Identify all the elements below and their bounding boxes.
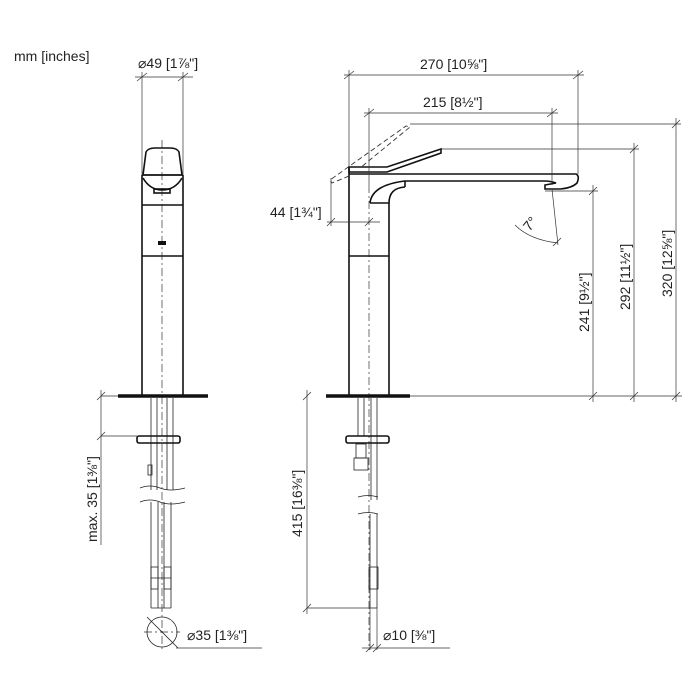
max-thickness-label: max. 35 [1⅜"] <box>84 456 100 542</box>
front-diameter-label: ⌀49 [1⅞"] <box>138 55 198 71</box>
units-label: mm [inches] <box>14 48 90 64</box>
hose-length-label: 415 [16⅜"] <box>289 470 305 537</box>
hose-diameter-label: ⌀10 [⅜"] <box>383 627 435 643</box>
hole-diameter-label: ⌀35 [1⅜"] <box>187 627 247 643</box>
spout-height-label: 241 [9½"] <box>576 273 592 332</box>
front-view <box>96 72 262 650</box>
side-view <box>302 70 682 653</box>
spout-reach-label: 215 [8½"] <box>423 94 482 110</box>
lever-offset-label: 44 [1¾"] <box>270 204 322 220</box>
spout-angle-label: 7° <box>519 213 540 234</box>
lever-height-label: 292 [11½"] <box>617 244 633 310</box>
overall-length-label: 270 [10⅝"] <box>420 56 487 72</box>
max-height-label: 320 [12⅝"] <box>659 230 675 297</box>
